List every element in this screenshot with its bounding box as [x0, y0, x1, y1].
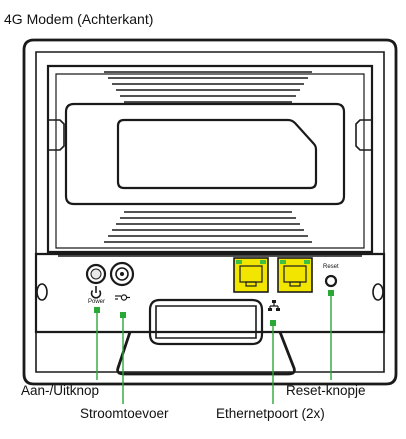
- callout-label-power-input: Stroomtoevoer: [80, 406, 169, 421]
- ethernet-port-1: [233, 257, 269, 293]
- network-icon: [268, 300, 280, 311]
- stand-handle: [116, 298, 296, 376]
- connector-panel: [34, 252, 386, 334]
- callout-line-reset: [328, 290, 334, 380]
- left-clip: [48, 119, 65, 151]
- callout-label-reset: Reset-knopje: [286, 383, 366, 398]
- bottom-vent-grille: [104, 211, 312, 243]
- right-screw-hole: [372, 283, 384, 301]
- callout-lines: [94, 290, 334, 404]
- callout-line-ethernet: [270, 320, 276, 404]
- callout-line-power-button: [94, 307, 100, 380]
- callout-label-ethernet: Ethernetpoort (2x): [216, 406, 325, 421]
- dc-input-icon: [115, 294, 130, 301]
- diagram-title: 4G Modem (Achterkant): [4, 11, 153, 27]
- power-button: [85, 263, 107, 285]
- left-screw-hole: [36, 283, 48, 301]
- dc-power-jack: [109, 261, 135, 287]
- power-port-label: Power: [88, 299, 105, 305]
- right-clip: [355, 119, 372, 151]
- reset-button: [324, 274, 338, 288]
- power-icon: [90, 286, 102, 299]
- reset-port-label: Reset: [323, 264, 339, 270]
- label-plate: [64, 102, 346, 206]
- top-vent-grille: [104, 71, 312, 103]
- ethernet-port-2: [277, 257, 313, 293]
- callout-label-power-button: Aan-/Uitknop: [21, 383, 99, 398]
- callout-line-power-input: [120, 312, 126, 404]
